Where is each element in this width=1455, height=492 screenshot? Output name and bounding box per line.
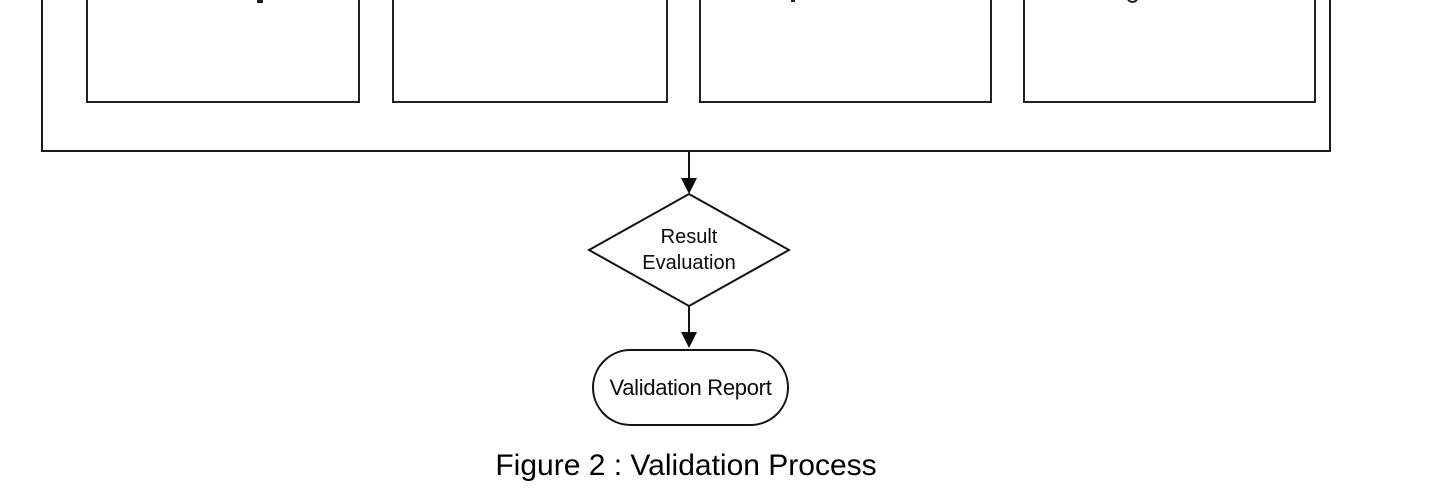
terminator-node: Validation Report: [592, 349, 789, 426]
decision-label-line-2: Evaluation: [642, 252, 736, 274]
truncated-text-fragment: [791, 0, 795, 2]
figure-caption: Figure 2 : Validation Process: [495, 449, 877, 482]
decision-label-line-1: Result: [660, 226, 718, 248]
process-box-3: [699, 0, 992, 103]
process-box-2: [392, 0, 668, 103]
terminator-node-label: Validation Report: [609, 374, 772, 400]
truncated-text-fragment: [257, 0, 263, 3]
arrowhead-down-icon: [681, 178, 697, 194]
arrowhead-down-icon: [681, 332, 697, 348]
decision-node-label: Result Evaluation: [589, 224, 789, 276]
process-box-1: [86, 0, 360, 103]
process-box-4: [1023, 0, 1316, 103]
